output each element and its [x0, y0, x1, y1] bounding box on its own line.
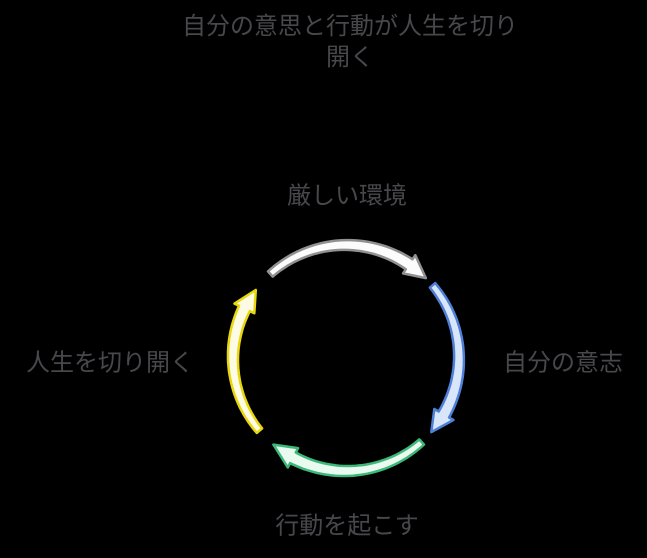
node-label-take-action: 行動を起こす	[275, 512, 419, 540]
cycle-arrow-bottom	[272, 438, 426, 478]
node-label-harsh-environment: 厳しい環境	[287, 182, 407, 210]
diagram-title-line2: 開く	[326, 44, 374, 71]
node-label-own-will: 自分の意志	[503, 349, 623, 377]
cycle-arrow-left	[226, 288, 264, 435]
cycle-arrow-top	[266, 238, 428, 280]
node-label-open-up-life: 人生を切り開く	[26, 349, 194, 377]
diagram-title: 自分の意思と行動が人生を切り 開く	[182, 11, 518, 73]
diagram-title-line1: 自分の意思と行動が人生を切り	[182, 13, 518, 40]
cycle-arrow-right	[428, 281, 466, 434]
